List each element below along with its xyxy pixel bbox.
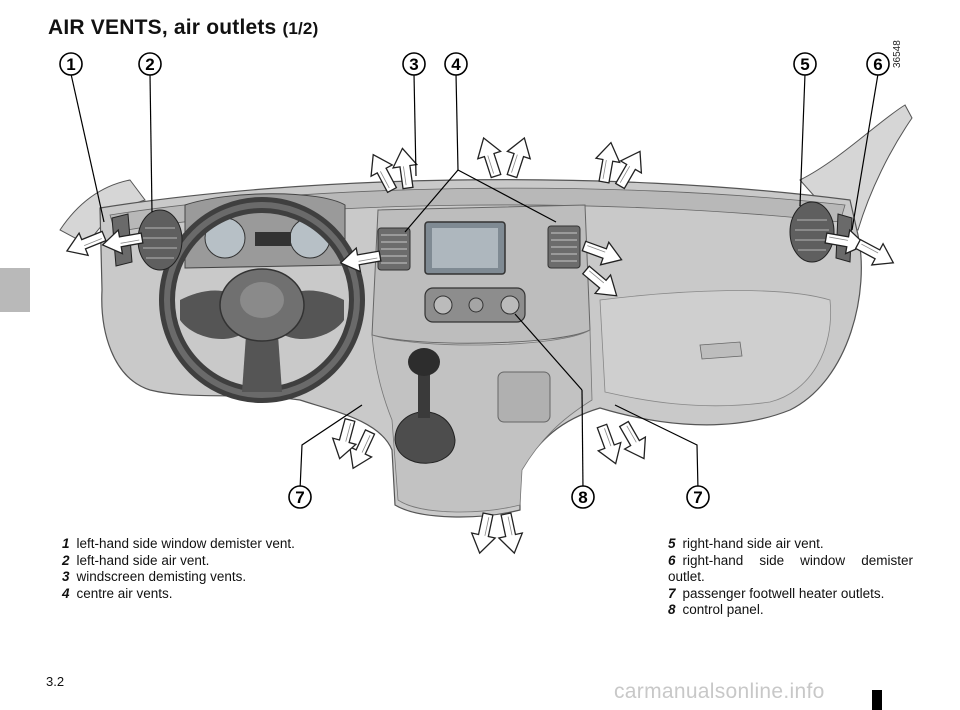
callout-3-label: 3 (409, 55, 418, 74)
callout-7-left: 7 (288, 485, 312, 509)
centre-air-vent-left (377, 227, 411, 271)
legend-number: 7 (668, 585, 676, 601)
callout-6-label: 6 (873, 55, 882, 74)
control-knob-right (500, 295, 520, 315)
callout-2-label: 2 (145, 55, 154, 74)
legend-text: left-hand side window demister vent. (76, 536, 295, 551)
callout-5-label: 5 (800, 55, 809, 74)
legend-number: 2 (62, 552, 70, 568)
legend-item: 5 right-hand side air vent. (668, 536, 913, 553)
legend-item: 4 centre air vents. (62, 586, 312, 603)
callout-7-left-label: 7 (295, 488, 304, 507)
centre-air-vent-right (547, 225, 581, 269)
legend-text: windscreen demisting vents. (76, 569, 247, 585)
callout-8: 8 (571, 485, 595, 509)
legend-item: 2 left-hand side air vent. (62, 553, 312, 570)
legend-text: control panel. (682, 602, 764, 618)
callout-8-label: 8 (578, 488, 587, 507)
legend-number: 5 (668, 536, 676, 551)
legend-text: right-hand side air vent. (682, 536, 824, 551)
legend-number: 6 (668, 552, 676, 568)
control-knob-left (433, 295, 453, 315)
control-knob-centre (468, 297, 484, 313)
section-tab (0, 268, 30, 312)
legend-item: 1 left-hand side window demister vent. (62, 536, 312, 553)
callout-1-label: 1 (66, 55, 75, 74)
legend-text: centre air vents. (76, 585, 173, 601)
corner-marker (872, 690, 882, 710)
legend-number: 1 (62, 536, 70, 551)
glovebox-handle (699, 341, 743, 360)
right-side-air-vent (789, 201, 835, 263)
page-title: AIR VENTS, air outlets (1/2) (48, 16, 318, 40)
legend-text: passenger footwell heater outlets. (682, 585, 885, 601)
storage-tray (497, 371, 551, 423)
callout-2: 2 (138, 52, 162, 76)
figure-reference-code: 36548 (892, 40, 903, 68)
legend-text: left-hand side air vent. (76, 552, 210, 568)
page-title-part: (1/2) (282, 19, 319, 38)
cluster-display (255, 232, 291, 246)
multimedia-screen-glass (432, 228, 498, 268)
legend-text: right-hand side window demister outlet. (668, 552, 913, 585)
page-title-main: AIR VENTS, air outlets (48, 16, 283, 39)
steering-wheel-icon (159, 197, 365, 403)
page-number: 3.2 (46, 674, 65, 689)
gear-lever-icon (394, 348, 456, 464)
legend-item: 8 control panel. (668, 602, 913, 619)
callout-5: 5 (793, 52, 817, 76)
legend-number: 8 (668, 602, 676, 618)
legend-item: 3 windscreen demisting vents. (62, 569, 312, 586)
legend-item: 7 passenger footwell heater outlets. (668, 586, 913, 603)
callout-4: 4 (444, 52, 468, 76)
dashboard-illustration: 1 2 3 4 5 6 7 8 7 (59, 52, 913, 557)
dashboard-figure: 1 2 3 4 5 6 7 8 7 (59, 52, 913, 557)
callout-4-label: 4 (451, 55, 461, 74)
callout-7-right-label: 7 (693, 488, 702, 507)
callout-7-right: 7 (686, 485, 710, 509)
left-side-air-vent (137, 209, 183, 271)
callout-3: 3 (402, 52, 426, 76)
legend-number: 3 (62, 569, 70, 585)
watermark-text[interactable]: carmanualsonline.info (614, 680, 825, 703)
legend-number: 4 (62, 585, 70, 601)
callout-6: 6 (866, 52, 890, 76)
callout-leaders (70, 73, 879, 491)
callout-1: 1 (59, 52, 83, 76)
